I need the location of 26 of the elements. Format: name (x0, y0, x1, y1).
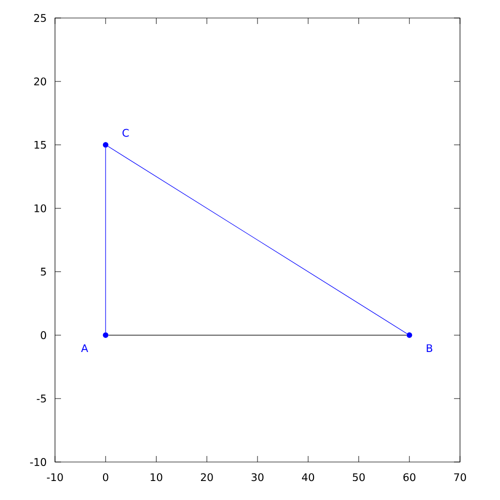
point-label: B (426, 344, 432, 352)
point-label: C (122, 128, 129, 137)
tick-label: 0 (40, 331, 46, 340)
point (102, 142, 108, 148)
line (108, 146, 408, 334)
point (406, 332, 412, 338)
line (105, 148, 106, 332)
tick-label: 10 (150, 473, 162, 482)
point-label: A (81, 344, 88, 352)
tick-label: 0 (102, 473, 108, 482)
tick-label: -10 (30, 458, 46, 466)
point (102, 332, 108, 338)
tick-label: 40 (302, 473, 314, 482)
tick-label: 60 (403, 473, 416, 482)
line (108, 334, 407, 336)
tick-label: 20 (200, 473, 213, 482)
tick-label: -10 (46, 473, 63, 482)
tick-label: 10 (34, 204, 46, 212)
tick-label: 25 (34, 14, 46, 22)
tick-label: 70 (454, 473, 466, 482)
tick-label: -5 (36, 394, 46, 402)
tick-label: 20 (34, 77, 46, 86)
tick-label: 30 (252, 473, 264, 482)
tick-label: 50 (352, 473, 365, 482)
tick-label: 15 (34, 140, 46, 149)
tick-label: 5 (40, 268, 46, 276)
